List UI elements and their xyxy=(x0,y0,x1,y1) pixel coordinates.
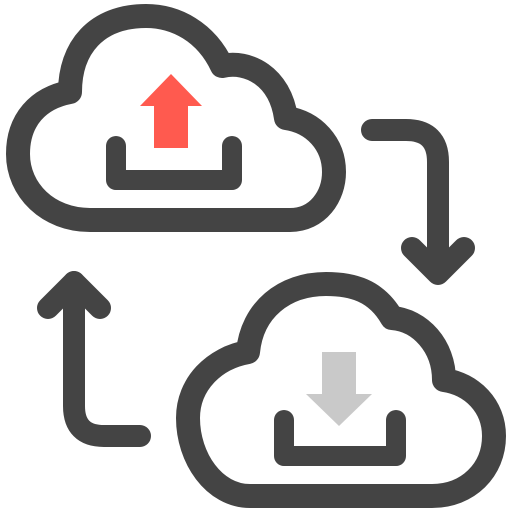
bottom-tray xyxy=(274,410,406,466)
right-arrow-head xyxy=(401,237,475,285)
cloud-download-icon xyxy=(176,272,506,508)
top-cloud-outline xyxy=(6,4,346,232)
left-arrow-shaft xyxy=(63,271,151,447)
bottom-cloud-outline xyxy=(176,272,506,508)
left-arrow-head xyxy=(37,271,111,319)
arrow-up-left-icon xyxy=(37,271,151,447)
upload-arrow-icon xyxy=(140,74,202,148)
top-tray xyxy=(106,136,242,190)
download-arrow-icon xyxy=(306,352,372,426)
arrow-down-right-icon xyxy=(361,119,475,285)
cloud-upload-icon xyxy=(6,4,346,232)
right-arrow-shaft xyxy=(361,119,449,283)
